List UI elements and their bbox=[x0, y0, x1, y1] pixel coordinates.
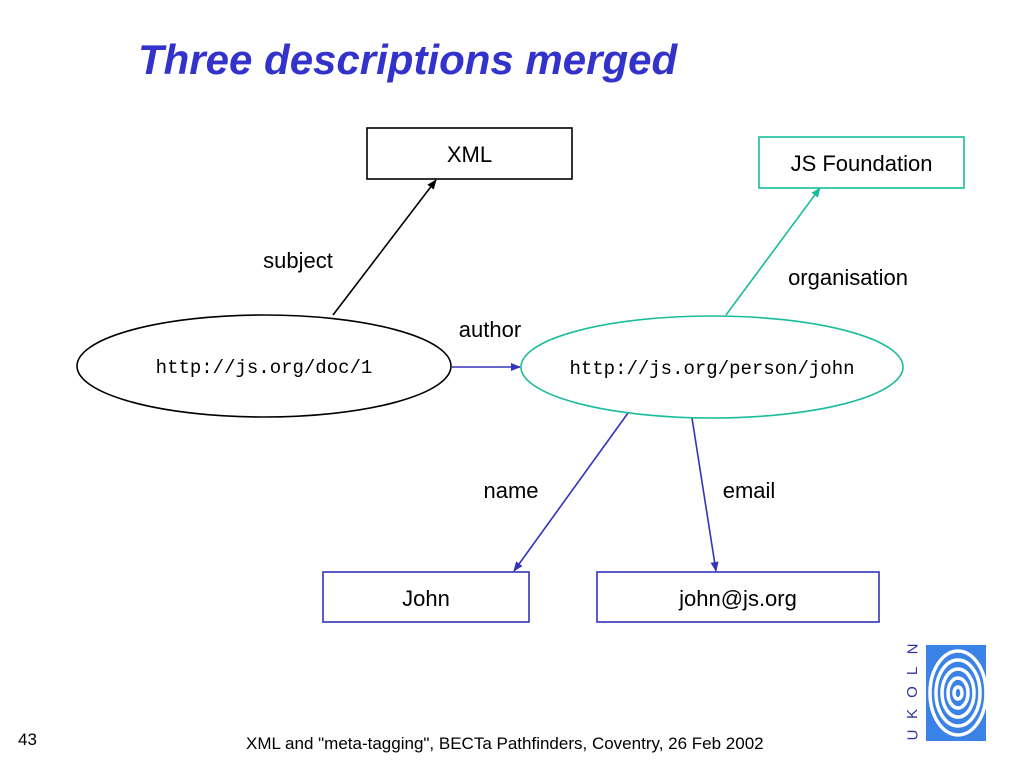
logo-letter: K bbox=[903, 708, 921, 719]
organisation-edge bbox=[725, 187, 821, 316]
ukoln-logo-icon bbox=[926, 645, 988, 741]
email-edge-label: email bbox=[723, 478, 776, 503]
foundation-node: JS Foundation bbox=[758, 136, 965, 189]
email-value-node: john@js.org bbox=[596, 571, 880, 623]
xml-node-label: XML bbox=[447, 142, 492, 167]
email-value-node-label: john@js.org bbox=[678, 586, 797, 611]
person-node-label: http://js.org/person/john bbox=[569, 358, 854, 380]
subject-edge-label: subject bbox=[263, 248, 333, 273]
doc-node-label: http://js.org/doc/1 bbox=[156, 357, 373, 379]
subject-edge bbox=[332, 179, 437, 316]
ukoln-logo-text: U K O L N bbox=[902, 640, 924, 744]
xml-node: XML bbox=[366, 127, 573, 180]
logo-letter: O bbox=[903, 686, 921, 698]
author-edge-label: author bbox=[459, 317, 521, 342]
logo-letter: N bbox=[904, 643, 921, 655]
john-node-label: John bbox=[402, 586, 450, 611]
logo-letter: L bbox=[904, 666, 921, 675]
name-edge-label: name bbox=[483, 478, 538, 503]
email-edge bbox=[691, 417, 719, 572]
name-edge bbox=[513, 412, 629, 572]
organisation-edge-label: organisation bbox=[788, 265, 908, 290]
slide-title: Three descriptions merged bbox=[138, 36, 678, 83]
doc-node: http://js.org/doc/1 bbox=[76, 314, 452, 418]
john-node: John bbox=[322, 571, 530, 623]
foundation-node-label: JS Foundation bbox=[791, 151, 933, 176]
page-number: 43 bbox=[18, 730, 37, 749]
logo-letter: U bbox=[904, 729, 921, 741]
person-node: http://js.org/person/john bbox=[520, 315, 904, 419]
footer-text: XML and "meta-tagging", BECTa Pathfinder… bbox=[246, 734, 764, 753]
